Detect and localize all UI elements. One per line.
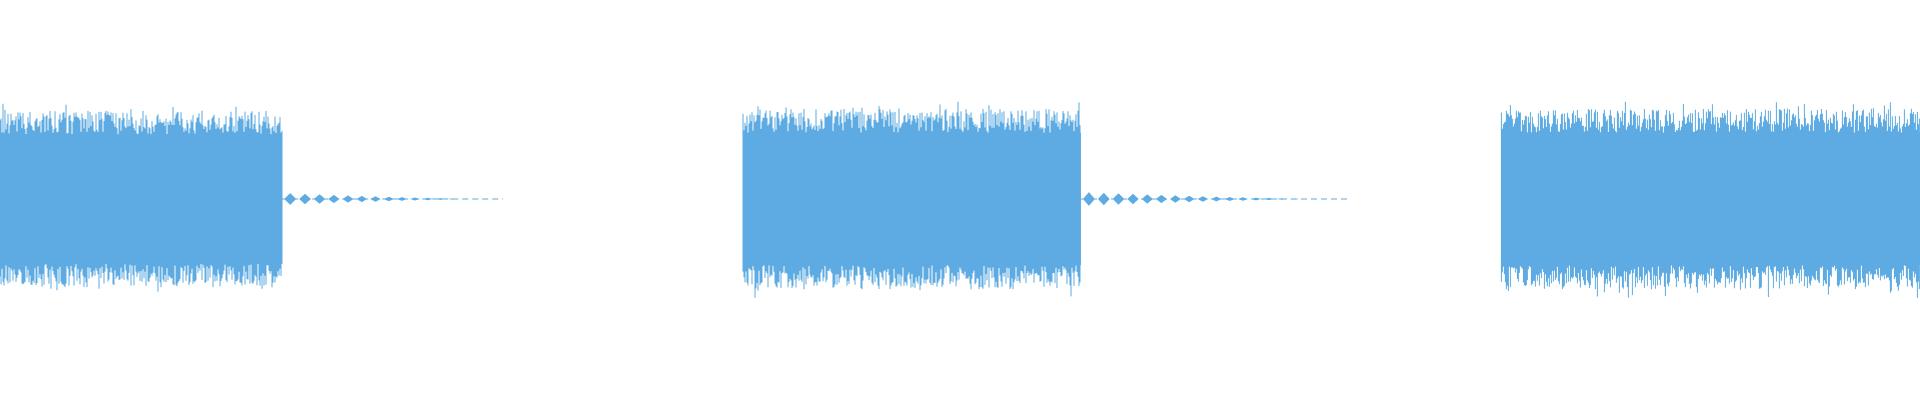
waveform-burst bbox=[0, 103, 283, 292]
waveform-decay-peak bbox=[1141, 194, 1153, 204]
waveform-clips bbox=[0, 101, 1920, 298]
waveform-burst bbox=[1500, 101, 1920, 298]
waveform-decay-peak bbox=[1224, 197, 1235, 201]
waveform-decay-peak bbox=[356, 195, 368, 203]
waveform-decay-peak bbox=[1155, 194, 1167, 204]
waveform-decay-peak bbox=[1289, 198, 1300, 200]
waveform-decay-peak bbox=[448, 198, 458, 200]
waveform-decay-peak bbox=[1097, 192, 1110, 206]
waveform-decay-peak bbox=[410, 197, 420, 201]
waveform-decay-tail bbox=[282, 193, 504, 205]
waveform-decay-peak bbox=[1170, 195, 1181, 203]
waveform-burst-peaks bbox=[742, 101, 1081, 298]
waveform-decay-peak bbox=[1183, 195, 1195, 203]
waveform-burst bbox=[742, 101, 1081, 298]
waveform-decay-peak bbox=[1211, 196, 1222, 202]
waveform-decay-peak bbox=[1237, 197, 1248, 201]
waveform-burst-peaks bbox=[1500, 101, 1920, 298]
waveform-decay-peak bbox=[342, 195, 354, 203]
waveform-decay-peak bbox=[328, 194, 340, 204]
waveform-decay-peak bbox=[1112, 193, 1125, 205]
waveform-decay-peak bbox=[1197, 196, 1209, 202]
waveform-decay-peak bbox=[284, 193, 297, 205]
waveform-decay-peak bbox=[397, 197, 408, 201]
waveform-decay-peak bbox=[1264, 197, 1274, 201]
waveform-decay-tail bbox=[1080, 192, 1348, 206]
waveform-decay-peak bbox=[423, 197, 433, 201]
waveform-decay-peak bbox=[435, 198, 446, 200]
waveform-decay-peak bbox=[370, 196, 381, 202]
waveform-decay-peak bbox=[1276, 198, 1287, 200]
waveform-decay-peak bbox=[299, 193, 311, 205]
waveform-burst-peaks bbox=[0, 103, 283, 292]
waveform-decay-peak bbox=[1127, 193, 1139, 205]
waveform-decay-peak bbox=[313, 194, 326, 204]
waveform-decay-peak bbox=[1083, 192, 1095, 206]
waveform-decay-peak bbox=[383, 196, 394, 202]
waveform-decay-peak bbox=[1251, 197, 1261, 201]
